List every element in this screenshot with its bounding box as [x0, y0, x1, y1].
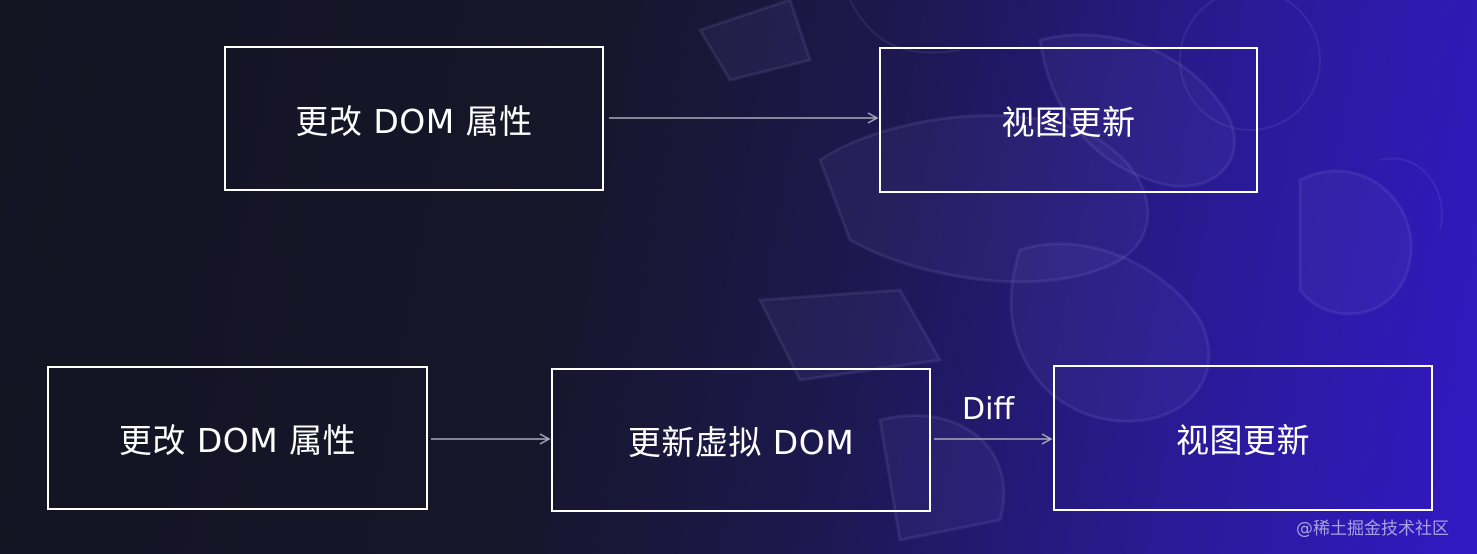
- top-view-update-label: 视图更新: [1001, 103, 1136, 142]
- bottom-change-dom-box: 更改 DOM 属性: [47, 366, 428, 510]
- watermark-text: @稀土掘金技术社区: [1296, 519, 1449, 539]
- top-change-dom-label: 更改 DOM 属性: [295, 101, 533, 141]
- top-view-update-box: 视图更新: [879, 47, 1258, 193]
- bottom-change-dom-label: 更改 DOM 属性: [118, 421, 357, 460]
- bottom-view-update-label: 视图更新: [1176, 421, 1310, 460]
- diff-edge-label: Diff: [962, 392, 1015, 427]
- top-change-dom-box: 更改 DOM 属性: [224, 46, 604, 191]
- bottom-view-update-box: 视图更新: [1053, 365, 1433, 511]
- bottom-virtual-dom-box: 更新虚拟 DOM: [551, 368, 931, 512]
- bottom-virtual-dom-label: 更新虚拟 DOM: [627, 423, 855, 462]
